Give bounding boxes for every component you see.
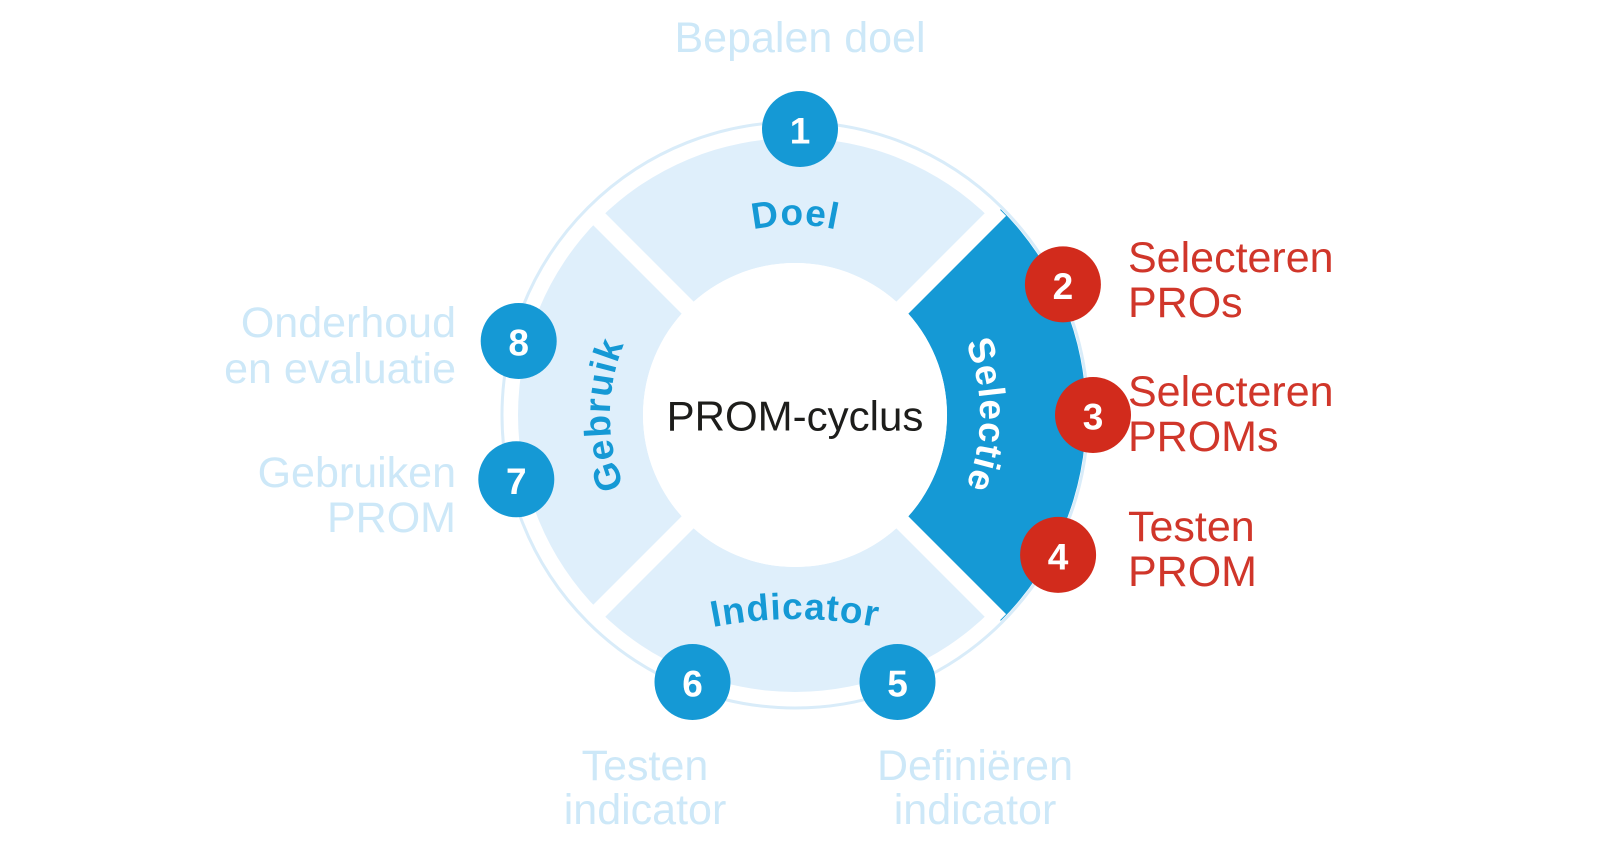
step-2-marker: 2 [1024, 246, 1101, 323]
step-5-marker: 5 [859, 644, 936, 720]
step-6-marker: 6 [654, 644, 731, 720]
step-3-number: 3 [1083, 397, 1104, 438]
step-4-number: 4 [1048, 536, 1069, 577]
step-2-circle [1024, 246, 1101, 323]
step-1-marker: 1 [762, 91, 838, 167]
step-6-label: Testen indicator [564, 742, 727, 834]
step-8-number: 8 [508, 323, 529, 364]
center-circle [643, 263, 947, 567]
step-1-circle [762, 91, 838, 167]
step-8-circle [480, 303, 557, 379]
step-5-circle [859, 644, 936, 720]
step-8-label: Onderhoud en evaluatie [224, 299, 456, 393]
step-8-label-line2: en evaluatie [224, 345, 456, 393]
step-4-marker: 4 [1020, 516, 1097, 593]
step-1-number: 1 [790, 111, 811, 152]
step-5-label: Definiëren indicator [877, 742, 1073, 834]
step-3-label-line1: Selecteren [1128, 368, 1334, 416]
step-7-label: Gebruiken PROM [258, 449, 456, 542]
step-6-label-line2: indicator [564, 786, 727, 834]
segment-divider-sw [583, 500, 710, 627]
step-4-label-line2: PROM [1128, 548, 1257, 596]
step-4-label: Testen PROM [1128, 503, 1257, 596]
step-1-label: Bepalen doel [674, 14, 925, 62]
segment-divider-se [880, 500, 1007, 627]
step-6-label-line1: Testen [582, 742, 709, 790]
step-3-label-line2: PROMs [1128, 413, 1279, 461]
step-2-label: Selecteren PROs [1128, 234, 1334, 327]
segment-divider-nw [583, 203, 710, 330]
step-3-label: Selecteren PROMs [1128, 368, 1334, 461]
step-5-label-line2: indicator [894, 786, 1057, 834]
step-4-circle [1020, 516, 1097, 593]
step-2-number: 2 [1053, 266, 1074, 307]
step-7-marker: 7 [478, 441, 555, 518]
step-2-label-line1: Selecteren [1128, 234, 1334, 282]
step-2-label-line2: PROs [1128, 279, 1243, 327]
segment-divider-ne [880, 203, 1007, 330]
step-7-number: 7 [506, 461, 527, 502]
step-7-circle [478, 441, 555, 518]
diagram-title: PROM-cyclus [667, 393, 924, 440]
step-4-label-line1: Testen [1128, 503, 1255, 551]
step-6-number: 6 [682, 664, 703, 705]
step-7-label-line1: Gebruiken [258, 449, 456, 497]
step-8-marker: 8 [480, 303, 557, 379]
step-8-label-line1: Onderhoud [241, 299, 456, 347]
step-5-label-line1: Definiëren [877, 742, 1073, 790]
step-3-circle [1055, 377, 1131, 453]
step-7-label-line2: PROM [327, 494, 456, 542]
step-3-marker: 3 [1055, 377, 1131, 453]
step-5-number: 5 [887, 664, 908, 705]
segment-label-doel: Doel [748, 192, 843, 238]
step-6-circle [654, 644, 731, 720]
segment-label-indicator: Indicator [707, 586, 883, 635]
